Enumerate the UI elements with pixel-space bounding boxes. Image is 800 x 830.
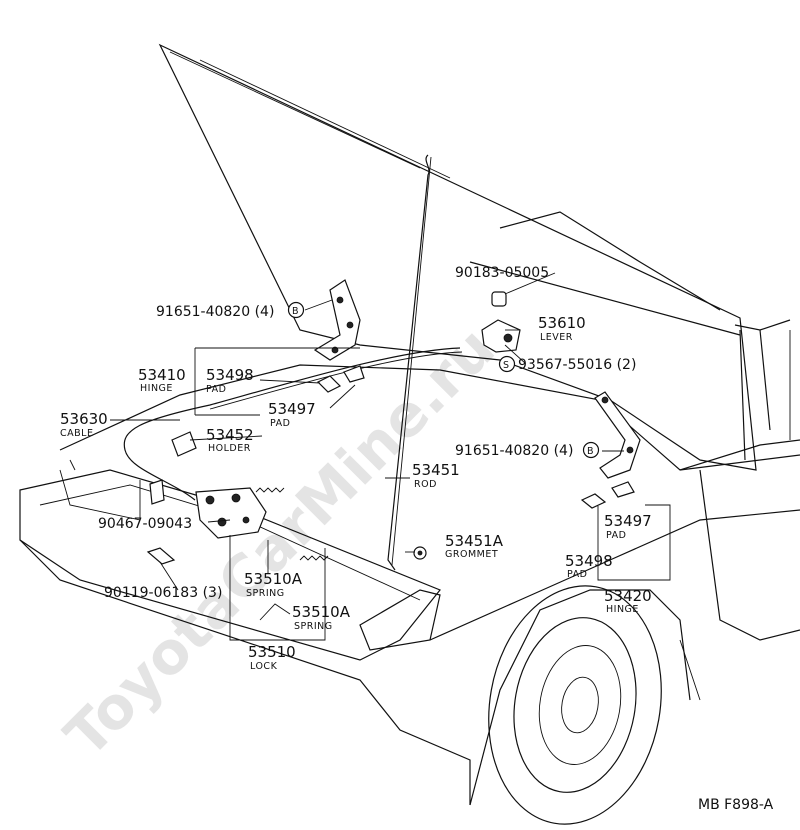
part-53497-left: 53497 [268, 400, 316, 418]
marker-b-right: B [582, 441, 600, 459]
spring-2 [299, 555, 329, 561]
marker-b-left: B [287, 301, 305, 319]
part-90119: 90119-06183 (3) [104, 585, 222, 601]
part-90467: 90467-09043 [98, 516, 192, 532]
part-53630-name: CABLE [60, 428, 93, 439]
part-53498-left-name: PAD [206, 384, 226, 395]
part-53498-left: 53498 [206, 366, 254, 384]
labels: 91651-40820 (4) 90183-05005 53610 LEVER … [60, 265, 774, 813]
svg-text:S: S [503, 360, 510, 371]
part-53510A-2-name: SPRING [294, 621, 333, 632]
part-53498-right-name: PAD [567, 569, 587, 580]
part-53610: 53610 [538, 314, 586, 332]
part-53420: 53420 [604, 587, 652, 605]
part-53452: 53452 [206, 426, 254, 444]
part-53510A-1: 53510A [244, 570, 303, 588]
spring-1 [255, 487, 285, 493]
marker-s: S [498, 355, 516, 373]
pad-left-498 [316, 375, 342, 393]
diagram-code: MB F898-A [698, 797, 774, 813]
part-91651-left: 91651-40820 (4) [156, 304, 274, 320]
part-53510A-1-name: SPRING [246, 588, 285, 599]
part-53451-name: ROD [414, 479, 437, 490]
part-53610-name: LEVER [540, 332, 573, 343]
part-53510-name: LOCK [250, 661, 278, 672]
part-53420-name: HINGE [606, 604, 639, 615]
hinge-right [580, 391, 641, 509]
part-93567: 93567-55016 (2) [518, 357, 636, 373]
part-53497-right: 53497 [604, 512, 652, 530]
svg-text:B: B [292, 306, 299, 317]
part-53498-right: 53498 [565, 552, 613, 570]
svg-text:B: B [587, 446, 594, 457]
cable-holder [171, 431, 197, 457]
part-53630: 53630 [60, 410, 108, 428]
part-53497-left-name: PAD [270, 418, 290, 429]
part-53451A-name: GROMMET [445, 549, 498, 560]
lever [481, 291, 521, 353]
part-53410: 53410 [138, 366, 186, 384]
part-91651-right: 91651-40820 (4) [455, 443, 573, 459]
watermark: ToyotaCarMine.ru [52, 314, 508, 770]
part-53451A: 53451A [445, 532, 504, 550]
car-body-outline [19, 43, 800, 825]
hinge-left [313, 279, 361, 361]
pad-left-497 [343, 365, 365, 383]
part-53497-right-name: PAD [606, 530, 626, 541]
part-53451: 53451 [412, 461, 460, 479]
grommet [413, 546, 427, 560]
part-53510A-2: 53510A [292, 603, 351, 621]
part-53410-name: HINGE [140, 383, 173, 394]
leader-lines [110, 272, 671, 641]
lock-assembly [149, 479, 267, 539]
part-90183: 90183-05005 [455, 265, 549, 281]
hood-rod [387, 154, 432, 571]
part-53452-name: HOLDER [208, 443, 251, 454]
part-53510: 53510 [248, 643, 296, 661]
bolt [146, 547, 176, 565]
